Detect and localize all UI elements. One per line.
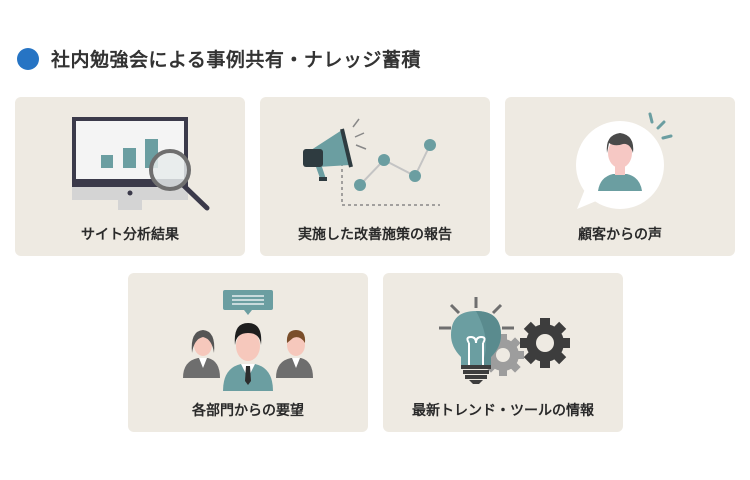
lightbulb-gears-icon: [439, 297, 570, 384]
team-speech-bubble-icon: [183, 290, 313, 391]
card-department-requests: 各部門からの要望: [128, 273, 368, 432]
card-customer-voice: 顧客からの声: [505, 97, 735, 256]
card-label: 各部門からの要望: [192, 403, 304, 419]
megaphone-line-chart-icon: [303, 118, 440, 206]
card-site-analysis: サイト分析結果: [15, 97, 245, 256]
card-label: サイト分析結果: [81, 227, 179, 243]
card-label: 実施した改善施策の報告: [298, 227, 452, 243]
bullet-dot-icon: [17, 47, 39, 70]
card-label: 最新トレンド・ツールの情報: [412, 403, 594, 419]
monitor-analytics-magnifier-icon: [72, 117, 210, 211]
section-heading: 社内勉強会による事例共有・ナレッジ蓄積: [17, 45, 421, 72]
page-title: 社内勉強会による事例共有・ナレッジ蓄積: [51, 49, 421, 71]
card-latest-trends-tools: 最新トレンド・ツールの情報: [383, 273, 623, 432]
card-label: 顧客からの声: [578, 227, 662, 243]
card-improvement-report: 実施した改善施策の報告: [260, 97, 490, 256]
customer-speech-bubble-icon: [576, 112, 673, 209]
